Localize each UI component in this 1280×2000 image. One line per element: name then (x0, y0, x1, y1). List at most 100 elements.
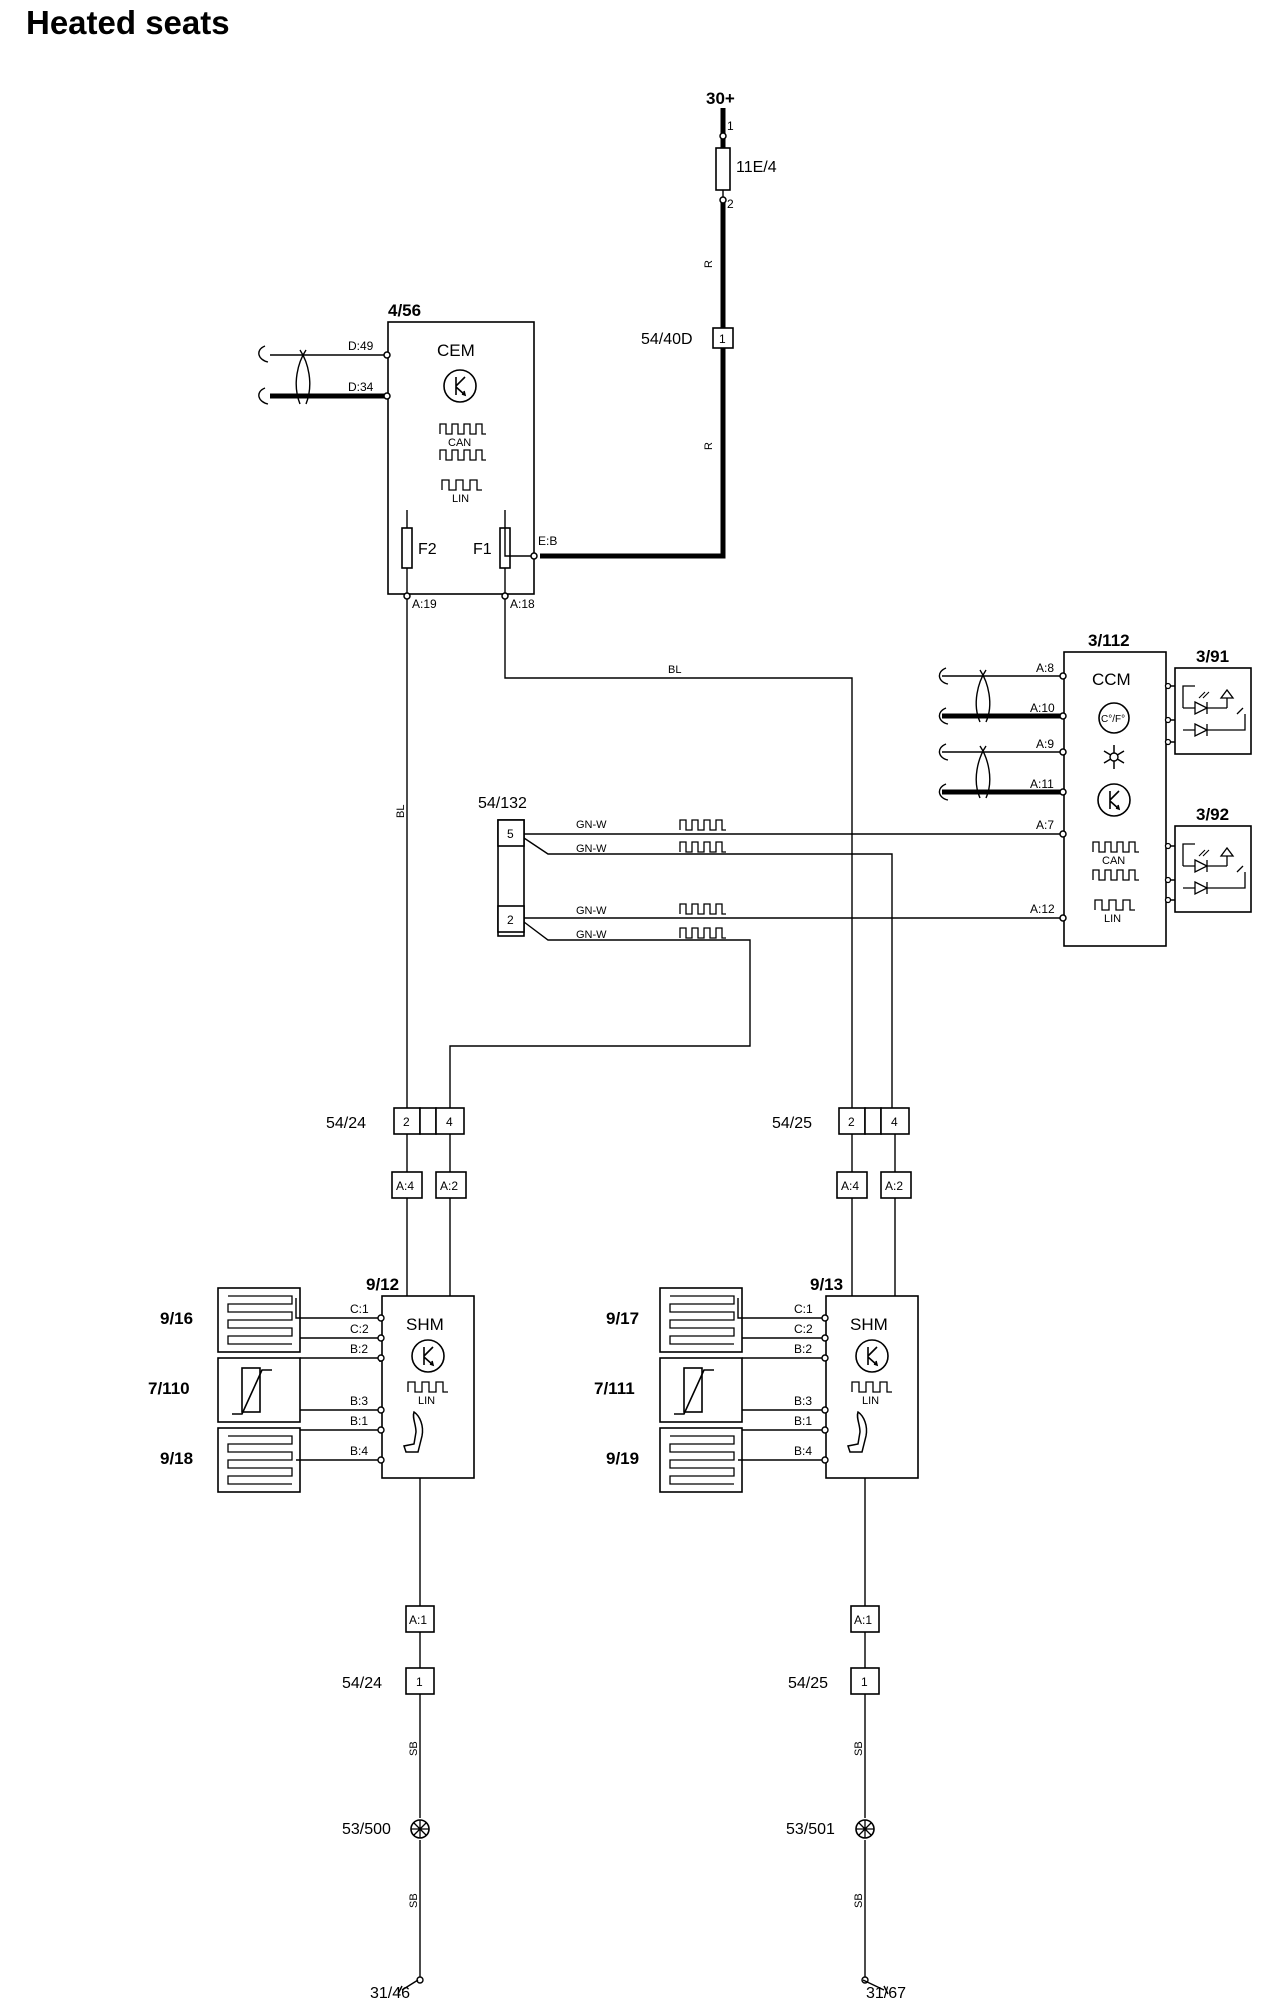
left-pin-c1-label: C:1 (350, 1302, 369, 1316)
switch-3-92-icon (1174, 825, 1252, 913)
ccm-pin-a9-label: A:9 (1036, 737, 1054, 751)
left-pin-c1 (377, 1314, 385, 1322)
right-seat-feed-wires (851, 1134, 896, 1296)
heater-9-16-icon (217, 1287, 301, 1353)
right-pin-a2-label: A:2 (885, 1179, 903, 1193)
lin-pulse-icon-1 (679, 819, 727, 831)
ccm-pin-a11-label: A:11 (1030, 777, 1054, 791)
connector-54-132-label: 54/132 (478, 795, 527, 812)
heater-9-18-label: 9/18 (160, 1449, 193, 1468)
splice-53-501-label: 53/501 (786, 1821, 835, 1838)
right-pin-c2-label: C:2 (794, 1322, 813, 1336)
ccm-name-label: CCM (1092, 670, 1131, 689)
shm-left-lin-label: LIN (418, 1395, 435, 1407)
connector-54-25-label: 54/25 (772, 1115, 812, 1132)
cem-pin-a19-label: A:19 (412, 597, 437, 611)
sensor-7-111-label: 7/111 (594, 1379, 635, 1398)
wire-gnw-label-1: GN-W (576, 819, 607, 831)
heater-9-16-label: 9/16 (160, 1309, 193, 1328)
left-pin-b1-label: B:1 (350, 1414, 368, 1428)
left-pin-a4-label: A:4 (396, 1179, 414, 1193)
left-pin-b4-label: B:4 (350, 1444, 368, 1458)
right-sensor-wires (737, 1298, 824, 1461)
left-pin-c2-label: C:2 (350, 1322, 369, 1336)
wire-bl-right (504, 599, 853, 1110)
connector-54-40d-label: 54/40D (641, 331, 693, 348)
left-wire-sb-label-1: SB (408, 1741, 420, 1756)
right-pin-a4 (836, 1171, 868, 1199)
shm-left-transistor-icon (411, 1339, 445, 1373)
ccm-temp-unit-label: C°/F° (1101, 714, 1125, 725)
shm-right-ref-label: 9/13 (810, 1275, 843, 1294)
connector-54-24-pin-2-label: 2 (403, 1115, 410, 1129)
ccm-pin-a10-label: A:10 (1030, 701, 1055, 715)
shm-left-name-label: SHM (406, 1315, 444, 1334)
right-pin-b4 (821, 1456, 829, 1464)
right-pin-b3-label: B:3 (794, 1394, 812, 1408)
ccm-lin-label: LIN (1104, 913, 1121, 925)
sensor-7-110-label: 7/110 (148, 1379, 190, 1398)
ccm-pin-a7 (1059, 830, 1067, 838)
right-wire-sb-label-2: SB (853, 1893, 865, 1908)
cem-can-inputs (258, 345, 385, 405)
ground-31-46-icon (397, 1976, 424, 1995)
cem-transistor-icon (443, 369, 477, 403)
right-pin-b2-label: B:2 (794, 1342, 812, 1356)
supply-wire (540, 108, 726, 559)
splice-53-500-icon (410, 1819, 430, 1839)
ccm-transistor-icon (1097, 783, 1131, 817)
right-pin-b3 (821, 1406, 829, 1414)
cem-pin-a19 (403, 592, 411, 600)
heater-9-18-icon (217, 1427, 301, 1493)
ccm-snowflake-icon (1103, 745, 1125, 769)
heater-9-19-label: 9/19 (606, 1449, 639, 1468)
cem-pin-d49 (383, 351, 391, 359)
ccm-ref-label: 3/112 (1088, 631, 1130, 650)
splice-53-500-label: 53/500 (342, 1821, 391, 1838)
left-pin-b4 (377, 1456, 385, 1464)
left-pin-b2-label: B:2 (350, 1342, 368, 1356)
fuse-11e4-label: 11E/4 (736, 159, 777, 176)
ground-31-67-icon (861, 1976, 889, 1995)
switch-links (1164, 682, 1175, 904)
cem-lin-label: LIN (452, 493, 469, 505)
wire-gnw-label-4: GN-W (576, 929, 607, 941)
connector-54-25-pin-2 (838, 1107, 866, 1135)
wire-gnw-label-2: GN-W (576, 843, 607, 855)
cem-can-label: CAN (448, 437, 471, 449)
ground-31-67-label: 31/67 (866, 1985, 906, 2000)
left-ground-connector (405, 1667, 435, 1695)
shm-right-transistor-icon (855, 1339, 889, 1373)
splice-53-501-icon (855, 1819, 875, 1839)
connector-54-24-label: 54/24 (326, 1115, 366, 1132)
left-pin-a2 (435, 1171, 467, 1199)
ground-31-46-label: 31/46 (370, 1985, 410, 2000)
wire-gnw-label-3: GN-W (576, 905, 607, 917)
switch-3-91-label: 3/91 (1196, 647, 1229, 666)
left-pin-b2 (377, 1354, 385, 1362)
connector-54-132-pin-5-label: 5 (507, 827, 514, 841)
ccm-pin-a7-label: A:7 (1036, 818, 1054, 832)
heater-9-17-icon (659, 1287, 743, 1353)
left-pin-a1 (405, 1605, 435, 1633)
lin-pulse-icon-3 (679, 903, 727, 915)
shm-left-ref-label: 9/12 (366, 1275, 399, 1294)
right-ground-connector (850, 1667, 880, 1695)
lin-wires (449, 833, 1060, 1110)
shm-right-name-label: SHM (850, 1315, 888, 1334)
cem-pin-d34-label: D:34 (348, 380, 374, 394)
left-pin-b1 (377, 1426, 385, 1434)
lin-pulse-icon-4 (679, 927, 727, 939)
supply-30-label: 30+ (706, 89, 735, 108)
connector-54-25-pin-4-label: 4 (891, 1115, 898, 1129)
fuse-pin-2-label: 2 (727, 197, 734, 211)
right-ground-connector-pin: 1 (861, 1675, 868, 1689)
connector-54-40d (712, 327, 734, 349)
right-pin-c1 (821, 1314, 829, 1322)
wire-r-label-1: R (703, 260, 715, 268)
ccm-can-label: CAN (1102, 855, 1125, 867)
right-wire-sb-label-1: SB (853, 1741, 865, 1756)
ccm-pin-a12-label: A:12 (1030, 902, 1055, 916)
cem-fuse-f1-label: F1 (473, 541, 492, 558)
